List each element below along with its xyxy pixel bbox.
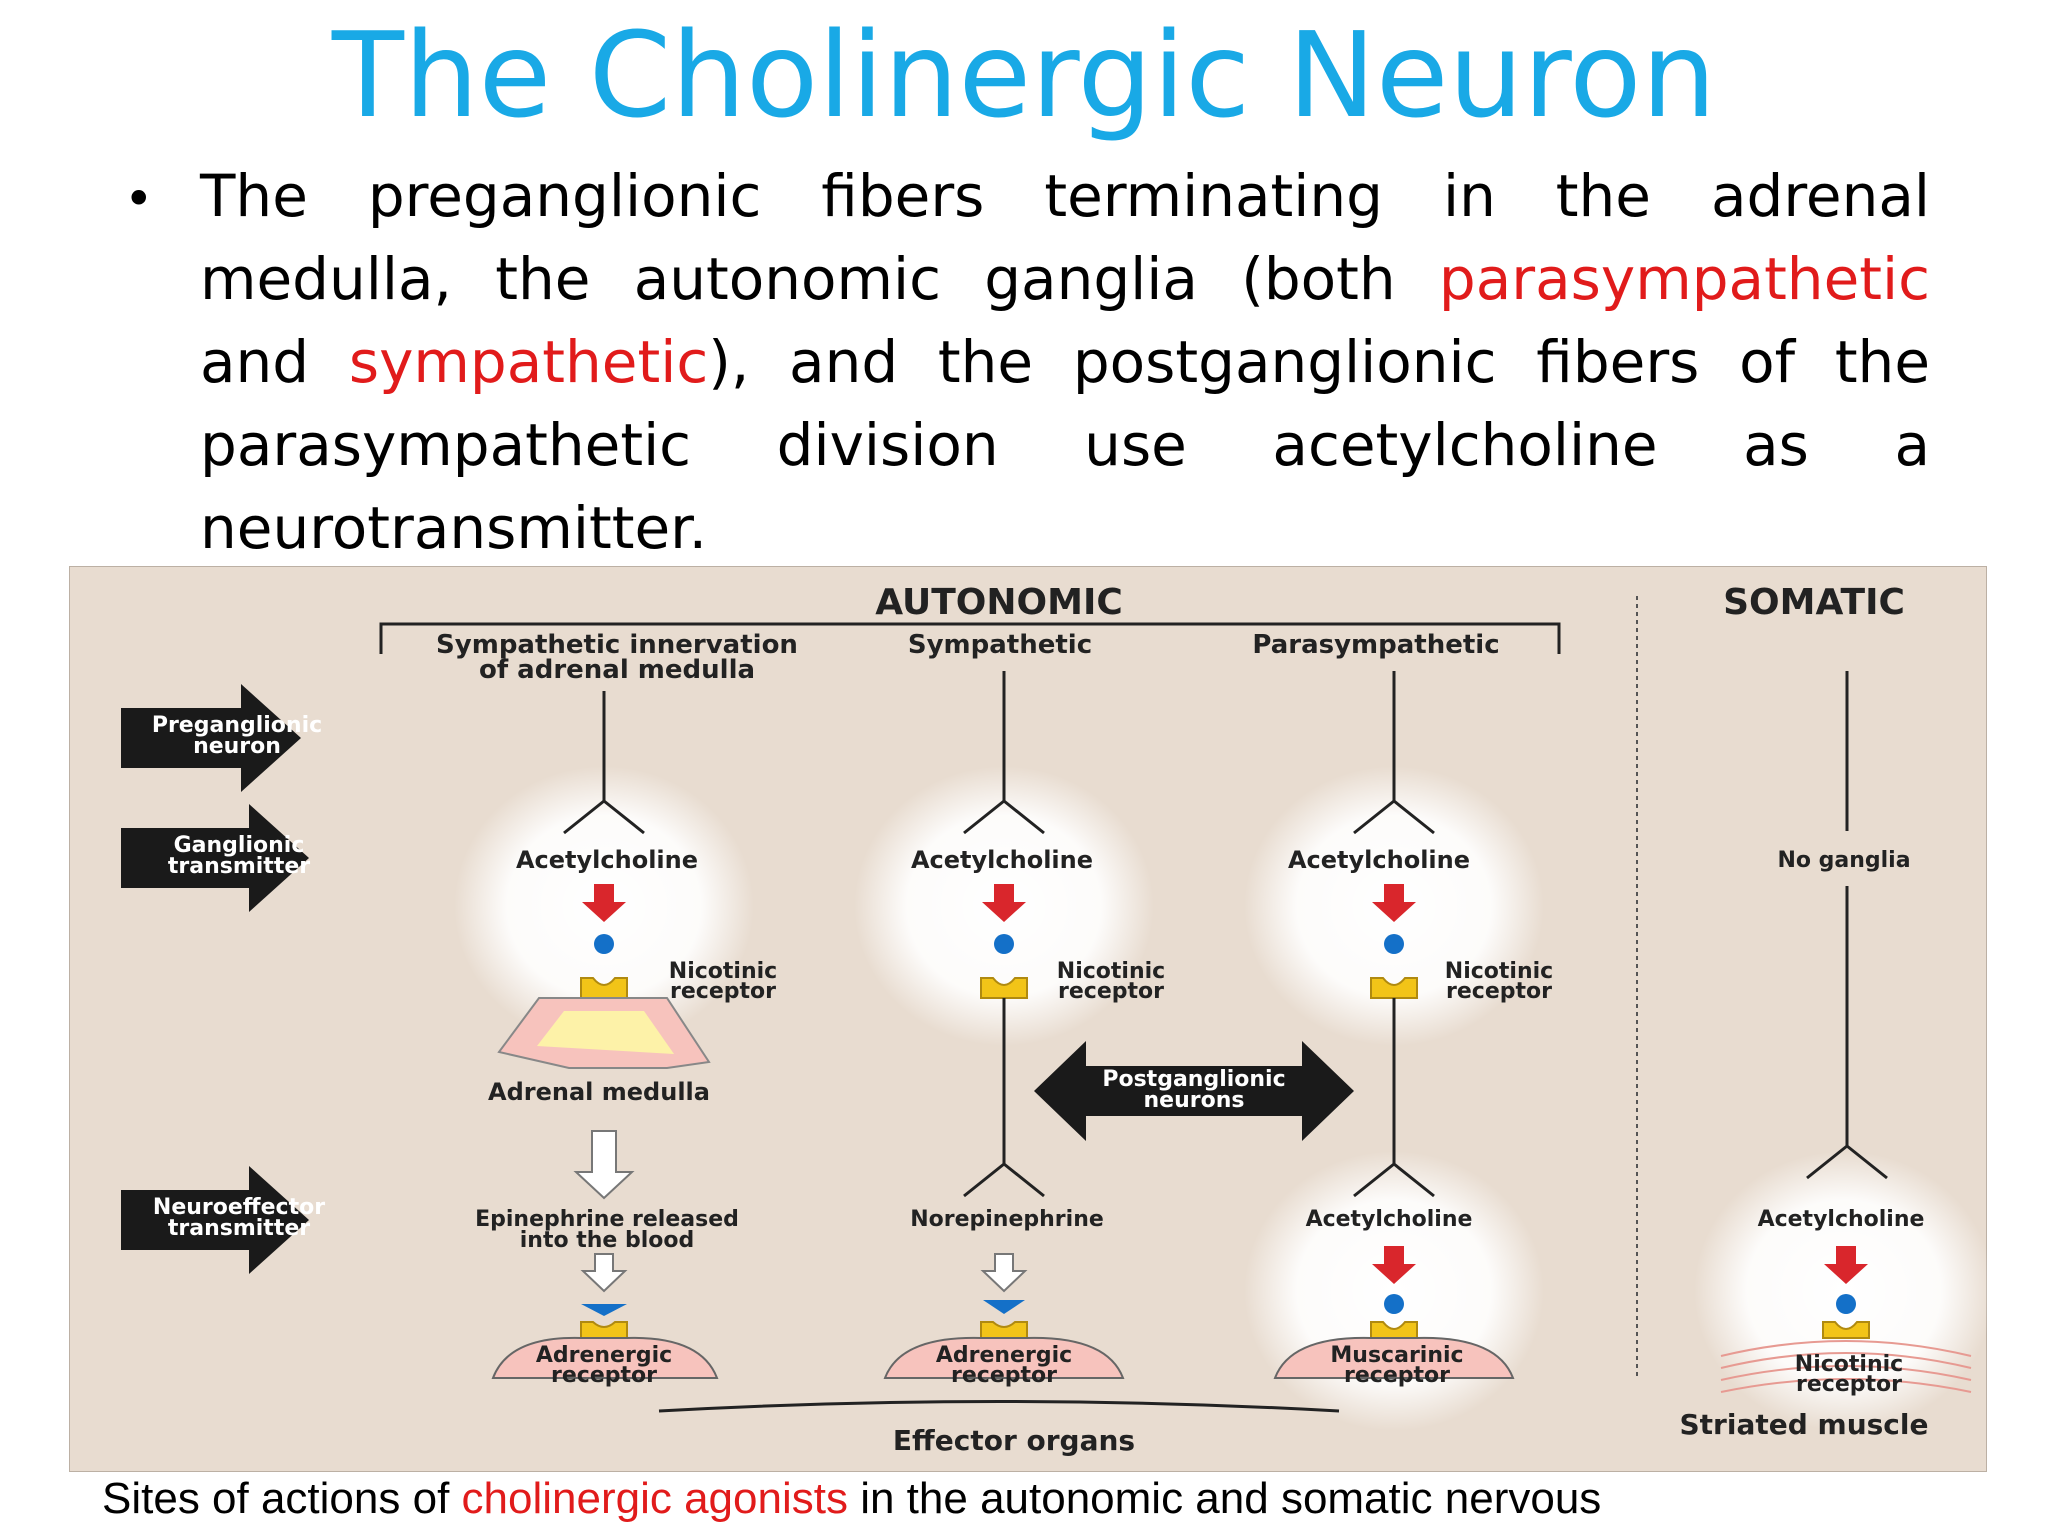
col2-nicotinic-line1: Nicotinic xyxy=(1057,959,1165,984)
acetylcholine-molecule xyxy=(994,934,1014,954)
muscarinic-receptor xyxy=(1370,1321,1418,1339)
col1-nicotinic-line2: receptor xyxy=(670,979,776,1004)
slide-title: The Cholinergic Neuron xyxy=(331,6,1717,144)
caption-part-2: in the autonomic and somatic nervous xyxy=(847,1474,1602,1523)
striated-muscle-fibers xyxy=(1720,1340,1972,1393)
somatic-label: SOMATIC xyxy=(1723,582,1905,623)
bullet-part-2: and xyxy=(200,328,349,396)
col2-adrenergic-receptor xyxy=(980,1321,1028,1339)
red-arrow xyxy=(1372,1246,1416,1284)
col1-effector-tissue xyxy=(491,1336,719,1379)
col3-header: Parasympathetic xyxy=(1252,630,1499,660)
col2-adrenergic-line1: Adrenergic xyxy=(936,1343,1072,1368)
col2-effector-tissue xyxy=(883,1336,1125,1379)
arrow-neuroeffector-line1: Neuroeffector xyxy=(153,1195,325,1220)
white-arrow-small xyxy=(580,1253,628,1293)
epinephrine-molecule xyxy=(581,1304,627,1316)
col3-nicotinic-receptor xyxy=(1370,977,1418,999)
adrenal-medulla-core xyxy=(537,1011,674,1054)
bullet-sympathetic: sympathetic xyxy=(348,328,709,396)
autonomic-label: AUTONOMIC xyxy=(875,582,1123,623)
col3-effector-tissue xyxy=(1273,1336,1515,1379)
autonomic-bracket xyxy=(379,622,1561,654)
bullet-part-3: ), and the postganglionic fibers of the … xyxy=(200,328,1931,562)
col3-axon-terminal xyxy=(1353,799,1435,835)
col3-nicotinic-line1: Nicotinic xyxy=(1445,959,1553,984)
arrow-neuroeffector-line2: transmitter xyxy=(168,1216,310,1241)
col2-acetylcholine: Acetylcholine xyxy=(911,846,1093,874)
adrenal-medulla-label: Adrenal medulla xyxy=(488,1078,710,1106)
somatic-acetylcholine: Acetylcholine xyxy=(1758,1207,1925,1232)
glow xyxy=(1244,1151,1544,1431)
col3-nicotinic-line2: receptor xyxy=(1446,979,1552,1004)
col1-nicotinic-line1: Nicotinic xyxy=(669,959,777,984)
muscarinic-line2: receptor xyxy=(1344,1363,1450,1388)
col2-adrenergic-line2: receptor xyxy=(951,1363,1057,1388)
somatic-nicotinic-receptor xyxy=(1822,1321,1870,1339)
striated-muscle-label: Striated muscle xyxy=(1680,1408,1929,1441)
col1-adrenergic-receptor xyxy=(580,1321,628,1339)
col3-postganglionic-terminal xyxy=(1353,1162,1435,1198)
red-arrow xyxy=(582,884,626,922)
col1-axon-terminal xyxy=(563,799,645,835)
col3-neuroeffector-acetylcholine: Acetylcholine xyxy=(1306,1207,1473,1232)
muscarinic-line1: Muscarinic xyxy=(1330,1343,1463,1368)
bullet-parasympathetic: parasympathetic xyxy=(1438,245,1930,313)
norepinephrine-label: Norepinephrine xyxy=(910,1207,1104,1232)
bullet-marker: • xyxy=(124,170,154,228)
col2-axon-terminal xyxy=(963,799,1045,835)
postganglionic-line2: neurons xyxy=(1144,1088,1245,1113)
acetylcholine-molecule xyxy=(1384,934,1404,954)
effector-organs-brace xyxy=(658,1400,1340,1413)
acetylcholine-molecule xyxy=(1384,1294,1404,1314)
col1-header-line2: of adrenal medulla xyxy=(479,655,755,685)
no-ganglia-label: No ganglia xyxy=(1777,848,1910,873)
arrow-preganglionic-line1: Preganglionic xyxy=(152,713,322,738)
caption-cholinergic-agonists: cholinergic agonists xyxy=(461,1474,848,1523)
bullet-text: The preganglionic fibers terminating in … xyxy=(200,155,1930,570)
col2-nicotinic-receptor xyxy=(980,977,1028,999)
col1-acetylcholine: Acetylcholine xyxy=(516,846,698,874)
arrow-ganglionic-line2: transmitter xyxy=(168,854,310,879)
red-arrow xyxy=(1372,884,1416,922)
white-arrow-small xyxy=(980,1253,1028,1293)
col2-header: Sympathetic xyxy=(908,630,1092,660)
col1-header-line1: Sympathetic innervation xyxy=(436,630,798,660)
epinephrine-line1: Epinephrine released xyxy=(475,1207,739,1232)
arrow-neuroeffector xyxy=(121,1166,309,1274)
glow xyxy=(1694,1151,1987,1431)
postganglionic-double-arrow xyxy=(1034,1041,1354,1141)
cholinergic-diagram: AUTONOMIC SOMATIC Sympathetic innervatio… xyxy=(69,566,1987,1472)
bullet-part-1: The preganglionic fibers terminating in … xyxy=(200,162,1930,313)
col2-nicotinic-line2: receptor xyxy=(1058,979,1164,1004)
caption-part-1: Sites of actions of xyxy=(102,1474,462,1523)
col2-postganglionic-terminal xyxy=(963,1162,1045,1198)
norepinephrine-molecule xyxy=(983,1300,1025,1314)
somatic-axon-terminal xyxy=(1806,1144,1888,1180)
somatic-nicotinic-line2: receptor xyxy=(1796,1372,1902,1397)
arrow-preganglionic xyxy=(121,684,301,792)
arrow-preganglionic-line2: neuron xyxy=(193,734,281,759)
col1-nicotinic-receptor xyxy=(580,977,628,999)
red-arrow xyxy=(982,884,1026,922)
red-arrow xyxy=(1824,1246,1868,1284)
somatic-nicotinic-line1: Nicotinic xyxy=(1795,1352,1903,1377)
postganglionic-line1: Postganglionic xyxy=(1102,1067,1285,1092)
epinephrine-line2: into the blood xyxy=(520,1228,695,1253)
arrow-ganglionic xyxy=(121,804,309,912)
col3-acetylcholine: Acetylcholine xyxy=(1288,846,1470,874)
effector-organs-label: Effector organs xyxy=(893,1424,1135,1457)
arrow-ganglionic-line1: Ganglionic xyxy=(174,833,305,858)
white-arrow-large xyxy=(573,1130,635,1200)
col1-adrenergic-line1: Adrenergic xyxy=(536,1343,672,1368)
acetylcholine-molecule xyxy=(594,934,614,954)
col1-adrenergic-line2: receptor xyxy=(551,1363,657,1388)
acetylcholine-molecule xyxy=(1836,1294,1856,1314)
figure-caption: Sites of actions of cholinergic agonists… xyxy=(102,1474,2002,1524)
